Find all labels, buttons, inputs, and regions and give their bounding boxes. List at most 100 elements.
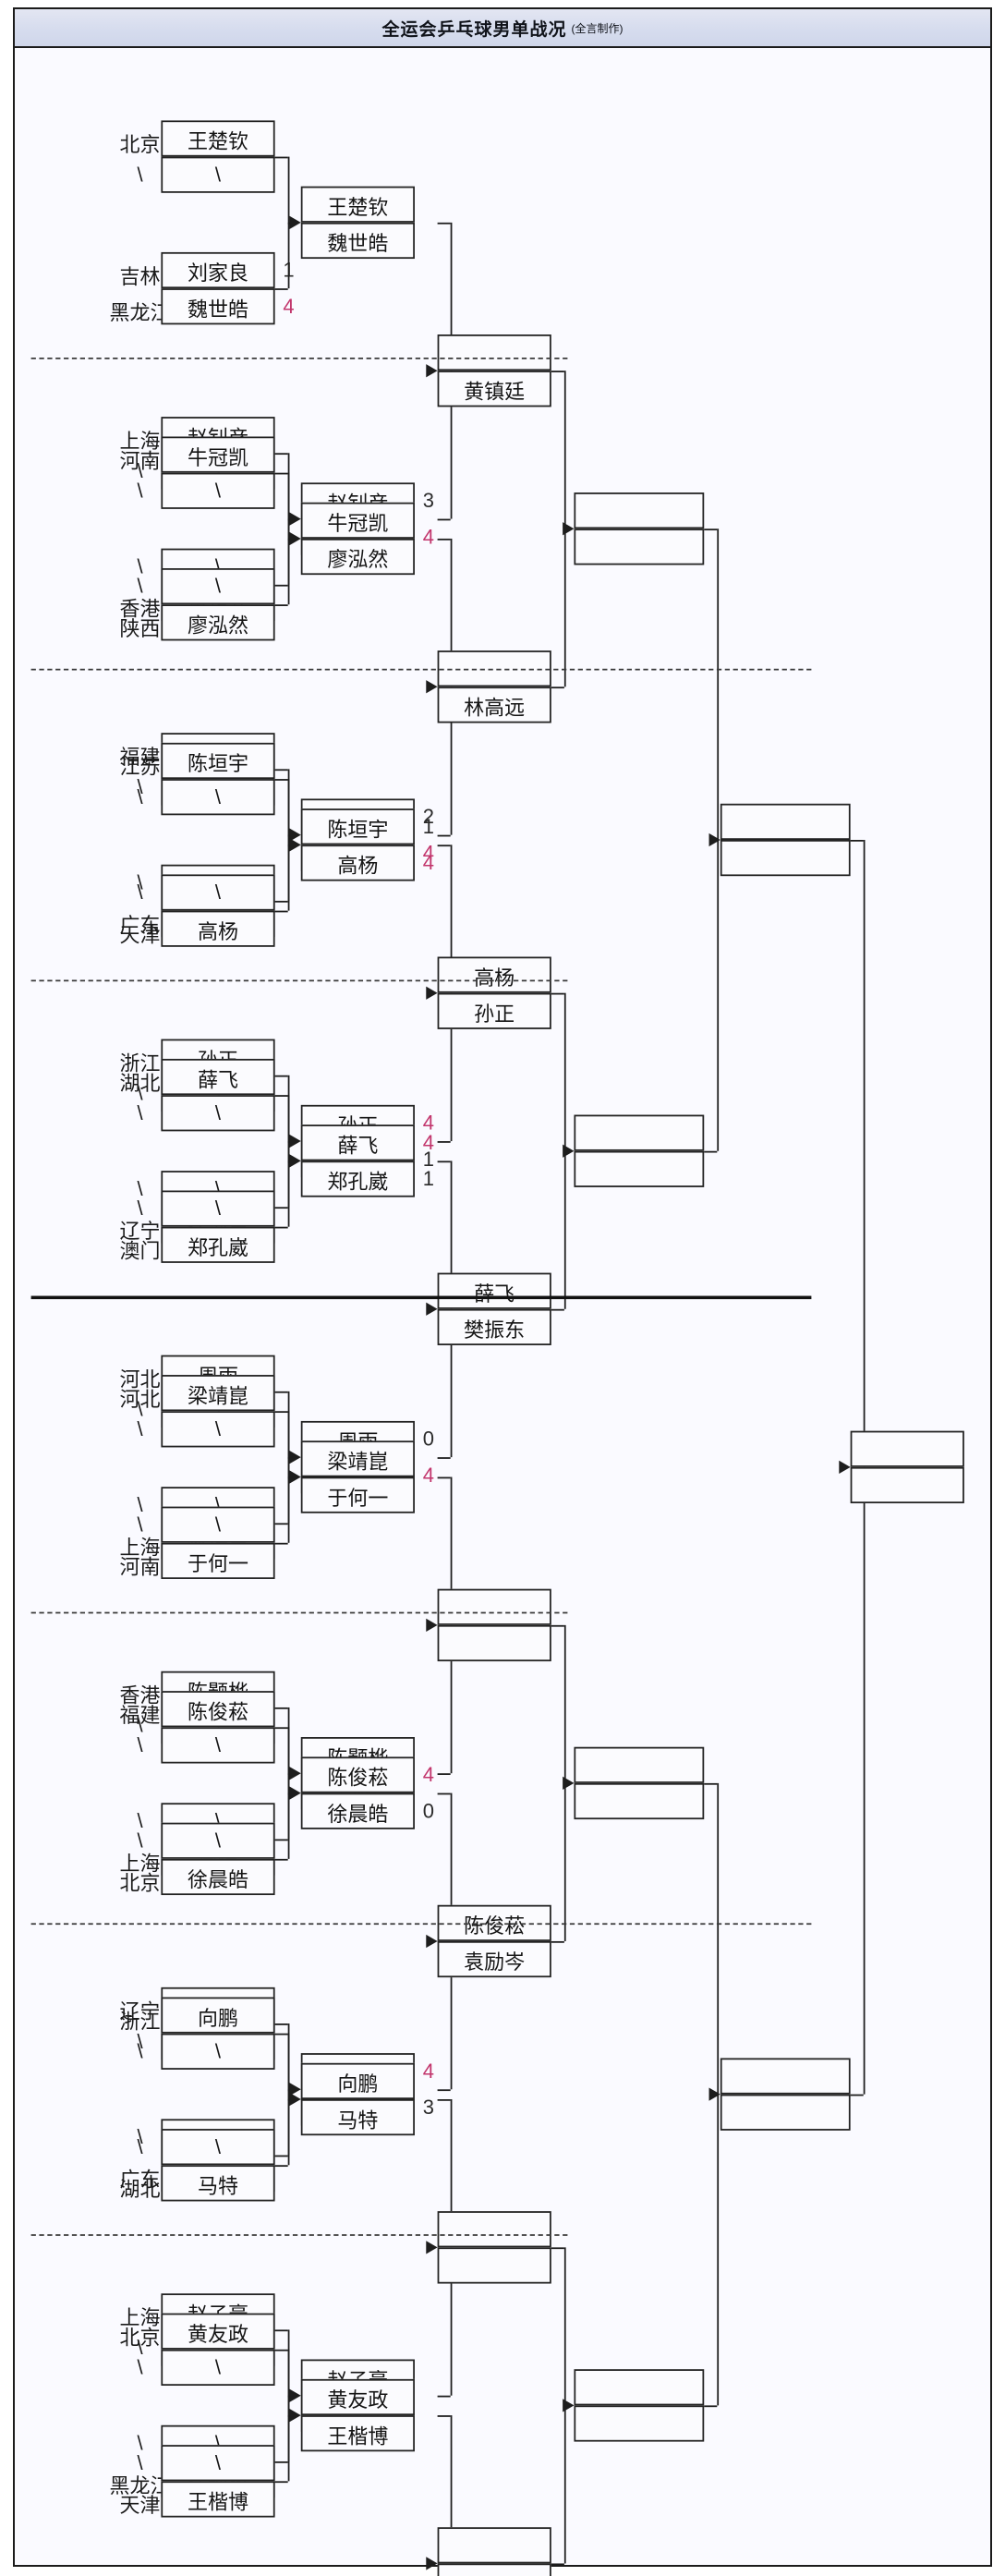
round3-cell[interactable]: 高杨 <box>437 956 551 993</box>
connector-line <box>551 371 564 372</box>
round4-cell[interactable] <box>574 1114 705 1151</box>
round2-cell[interactable]: 魏世皓 <box>300 222 415 260</box>
semifinal-cell[interactable] <box>720 2058 851 2095</box>
round2-cell[interactable]: 薛飞 <box>300 1124 415 1161</box>
round1-cell[interactable]: \ <box>161 472 275 509</box>
round3-cell[interactable] <box>437 2563 551 2576</box>
region-label: \ <box>137 2039 143 2063</box>
round3-cell[interactable]: 薛飞 <box>437 1272 551 1309</box>
round2-cell[interactable]: 徐晨皓 <box>300 1792 415 1829</box>
round2-cell[interactable]: 于何一 <box>300 1476 415 1513</box>
round1-cell[interactable]: 王楚钦 <box>161 120 275 157</box>
round1-cell[interactable]: 于何一 <box>161 1542 275 1579</box>
round1-cell[interactable]: 王楷博 <box>161 2481 275 2518</box>
round2-cell[interactable]: 梁靖崑 <box>300 1440 415 1477</box>
round1-cell[interactable]: 魏世皓 <box>161 288 275 325</box>
connector-line <box>274 472 288 475</box>
round3-cell[interactable]: 孙正 <box>437 992 551 1029</box>
region-label: 广东 <box>119 2168 161 2192</box>
round2-cell[interactable]: 陈垣宇 <box>300 808 415 845</box>
round1-cell[interactable]: \ <box>161 1506 275 1543</box>
round4-cell[interactable] <box>574 492 705 529</box>
round3-cell[interactable] <box>437 2527 551 2564</box>
round1-cell[interactable]: \ <box>161 2445 275 2482</box>
round1-cell[interactable]: \ <box>161 2129 275 2166</box>
connector-line <box>274 1095 288 1097</box>
round1-cell[interactable]: \ <box>161 779 275 816</box>
round1-cell[interactable]: \ <box>161 2033 275 2070</box>
region-label: 上海 <box>119 1536 161 1560</box>
connector-line <box>437 1160 451 1163</box>
connector-line <box>704 1150 718 1153</box>
round4-cell[interactable] <box>574 2369 705 2406</box>
round3-cell[interactable] <box>437 1588 551 1625</box>
final-cell[interactable] <box>850 1466 964 1504</box>
round2-score: 4 <box>422 1131 434 1155</box>
round3-cell[interactable]: 黄镇廷 <box>437 371 551 407</box>
connector-line <box>287 1727 290 1859</box>
round2-cell[interactable]: 陈俊菘 <box>300 1756 415 1793</box>
round2-cell[interactable]: 王楷博 <box>300 2415 415 2452</box>
round1-cell[interactable]: 黄友政 <box>161 2313 275 2350</box>
round1-cell[interactable]: \ <box>161 568 275 605</box>
region-label: \ <box>137 1513 143 1537</box>
round1-cell[interactable]: \ <box>161 1822 275 1859</box>
round3-cell[interactable] <box>437 1624 551 1662</box>
round2-cell[interactable]: 马特 <box>300 2098 415 2136</box>
group-separator <box>30 1611 568 1614</box>
round3-cell[interactable]: 林高远 <box>437 687 551 723</box>
round1-cell[interactable]: 梁靖崑 <box>161 1375 275 1412</box>
round3-cell[interactable]: 樊振东 <box>437 1308 551 1345</box>
region-label: \ <box>137 1733 143 1757</box>
round1-cell[interactable]: 刘家良 <box>161 251 275 289</box>
round3-cell[interactable]: 袁励岑 <box>437 1940 551 1978</box>
region-label: 湖北 <box>119 2178 161 2202</box>
round1-cell[interactable]: 高杨 <box>161 910 275 947</box>
region-label: 黑龙江 <box>109 2474 171 2498</box>
round3-cell[interactable] <box>437 334 551 371</box>
round4-cell[interactable] <box>574 529 705 565</box>
round3-cell[interactable] <box>437 2211 551 2248</box>
round1-cell[interactable]: 廖泓然 <box>161 604 275 641</box>
round2-cell[interactable]: 王楚钦 <box>300 186 415 223</box>
round1-cell[interactable]: 牛冠凯 <box>161 436 275 473</box>
round4-cell[interactable] <box>574 1782 705 1820</box>
semifinal-cell[interactable] <box>720 803 851 840</box>
semifinal-cell[interactable] <box>720 839 851 877</box>
round1-cell[interactable]: \ <box>161 1411 275 1448</box>
round1-cell[interactable]: 郑孔崴 <box>161 1226 275 1263</box>
round2-cell[interactable]: 向鹏 <box>300 2062 415 2099</box>
round4-cell[interactable] <box>574 1150 705 1187</box>
round2-cell[interactable]: 郑孔崴 <box>300 1160 415 1197</box>
region-label: 浙江 <box>119 1051 161 1075</box>
round1-cell[interactable]: 马特 <box>161 2165 275 2202</box>
round1-cell[interactable]: 陈俊菘 <box>161 1691 275 1728</box>
round1-cell[interactable]: \ <box>161 1190 275 1227</box>
round3-cell[interactable] <box>437 2247 551 2284</box>
round1-cell[interactable]: \ <box>161 1727 275 1764</box>
region-label: 上海 <box>119 1852 161 1876</box>
semifinal-cell[interactable] <box>720 2094 851 2131</box>
round1-cell[interactable]: \ <box>161 2349 275 2387</box>
round2-cell[interactable]: 高杨 <box>300 844 415 881</box>
round1-cell[interactable]: 徐晨皓 <box>161 1858 275 1896</box>
round1-cell[interactable]: \ <box>161 156 275 193</box>
connector-line <box>551 1624 564 1627</box>
connector-line <box>437 844 451 847</box>
round2-cell[interactable]: 廖泓然 <box>300 538 415 576</box>
round2-cell[interactable]: 黄友政 <box>300 2378 415 2416</box>
final-cell[interactable] <box>850 1430 964 1467</box>
group-separator <box>30 668 812 671</box>
region-label: 北京 <box>119 2326 161 2350</box>
connector-line <box>274 1411 288 1414</box>
round1-cell[interactable]: 向鹏 <box>161 1997 275 2034</box>
round4-cell[interactable] <box>574 1746 705 1783</box>
round1-cell[interactable]: 薛飞 <box>161 1058 275 1096</box>
round1-cell[interactable]: \ <box>161 1095 275 1132</box>
round4-cell[interactable] <box>574 2405 705 2442</box>
round2-score: 0 <box>422 1428 434 1452</box>
round2-cell[interactable]: 牛冠凯 <box>300 502 415 539</box>
connector-line <box>274 2033 288 2035</box>
round1-cell[interactable]: \ <box>161 874 275 911</box>
round1-cell[interactable]: 陈垣宇 <box>161 742 275 780</box>
